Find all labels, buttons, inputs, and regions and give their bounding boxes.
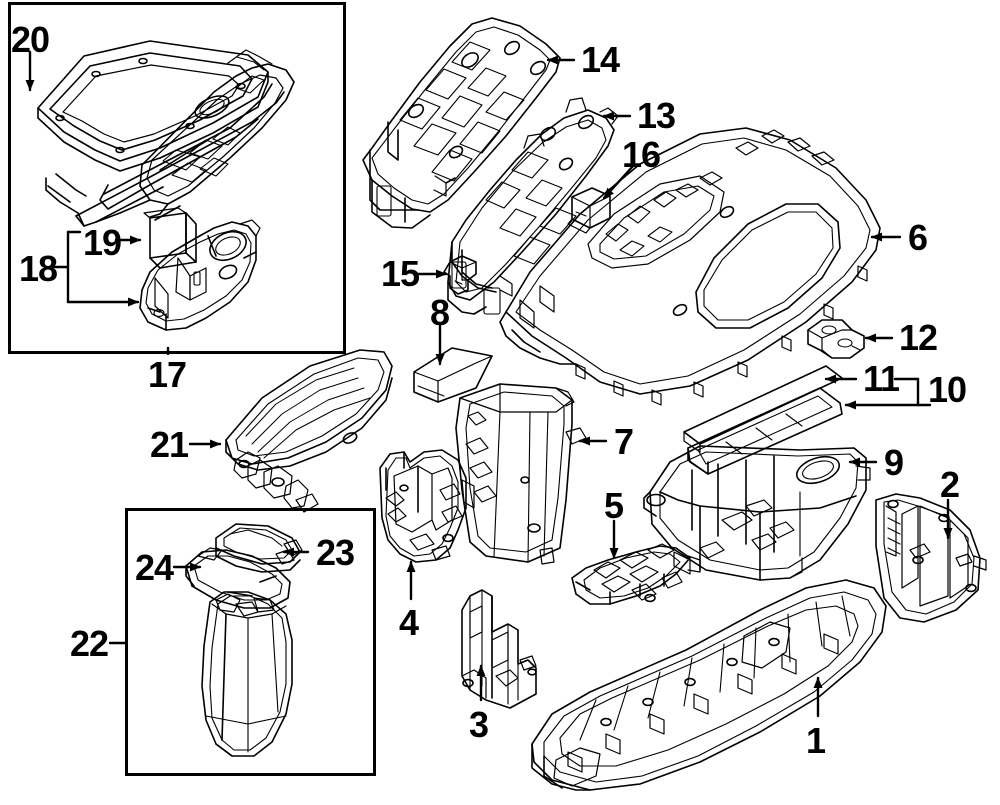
callout-16[interactable]: 16	[622, 134, 661, 175]
callout-4[interactable]: 4	[399, 602, 419, 643]
callout-23[interactable]: 23	[316, 532, 355, 573]
group-box-17	[8, 2, 346, 354]
callout-14[interactable]: 14	[581, 39, 620, 80]
callout-2[interactable]: 2	[940, 464, 960, 505]
part-6-upper-trim	[499, 127, 881, 406]
callout-6[interactable]: 6	[908, 217, 928, 258]
part-3-support-bracket	[461, 589, 537, 709]
callout-20[interactable]: 20	[11, 19, 50, 60]
part-1-lower-tray	[531, 579, 887, 791]
callout-11[interactable]: 11	[863, 358, 900, 399]
part-10-mat-tray	[687, 387, 843, 475]
part-22-rear-console-body	[201, 591, 293, 757]
part-5-slide-rail	[571, 543, 701, 605]
part-2-rear-bracket	[875, 493, 987, 623]
part-17-console-panel	[45, 49, 295, 227]
callout-1[interactable]: 1	[806, 720, 826, 761]
callout-21[interactable]: 21	[150, 424, 189, 465]
callout-18[interactable]: 18	[19, 248, 58, 289]
callout-12[interactable]: 12	[899, 317, 938, 358]
callout-7[interactable]: 7	[614, 421, 634, 462]
part-21-armrest-lid	[225, 349, 393, 513]
callout-19[interactable]: 19	[83, 222, 122, 263]
callout-22[interactable]: 22	[70, 623, 109, 664]
part-7-storage-bin	[455, 383, 587, 565]
group-box-22	[125, 508, 376, 776]
callout-8[interactable]: 8	[430, 292, 450, 333]
part-24-cover	[185, 547, 291, 609]
callout-5[interactable]: 5	[604, 485, 624, 526]
callout-10[interactable]: 10	[928, 369, 967, 410]
part-9-mid-tray	[643, 445, 871, 581]
part-23-hinge	[215, 523, 303, 573]
part-18-cup-holder-housing	[139, 219, 261, 331]
part-15-small-clip	[443, 255, 477, 295]
callout-15[interactable]: 15	[381, 253, 420, 294]
part-8-bin-lid	[413, 347, 493, 403]
callout-13[interactable]: 13	[637, 95, 676, 136]
part-20-shift-bezel	[37, 40, 269, 172]
callout-24[interactable]: 24	[135, 547, 174, 588]
callout-9[interactable]: 9	[884, 442, 904, 483]
part-4-latch-assembly	[379, 449, 467, 563]
callout-3[interactable]: 3	[469, 704, 489, 745]
part-12-clip	[807, 319, 865, 359]
callout-17[interactable]: 17	[148, 354, 187, 395]
part-13-frame-lower	[447, 97, 619, 315]
part-14-frame-upper	[362, 17, 561, 229]
leader-lines	[25, 50, 953, 718]
